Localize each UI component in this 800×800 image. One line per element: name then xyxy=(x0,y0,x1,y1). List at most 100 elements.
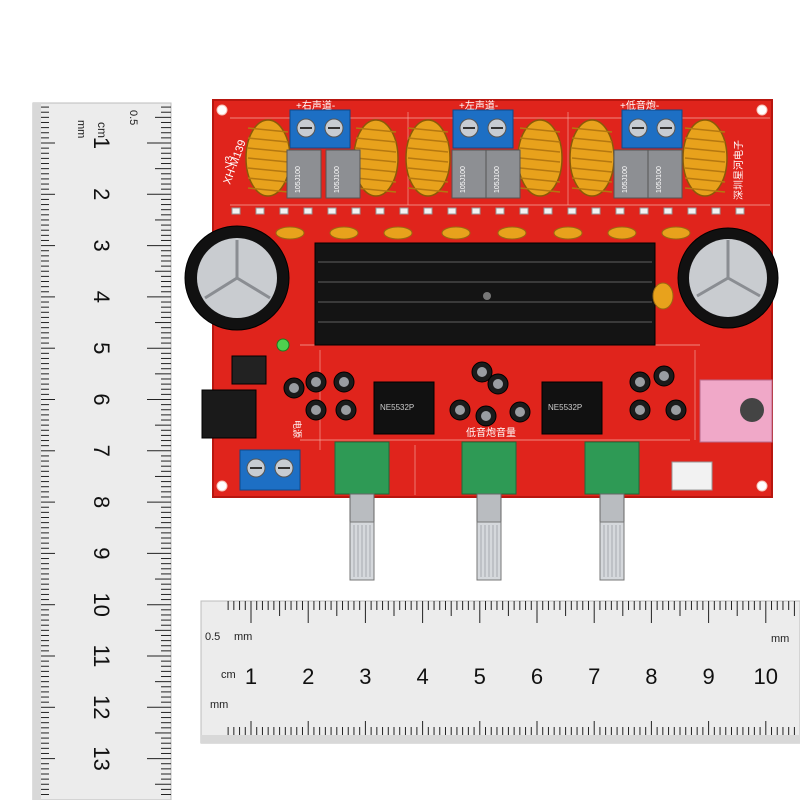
small-capacitor-top xyxy=(635,405,645,415)
opamp-chip-left-text: NE5532P xyxy=(380,403,414,412)
small-capacitor-top xyxy=(515,407,525,417)
inductor-winding xyxy=(684,187,726,193)
small-capacitor-top xyxy=(289,383,299,393)
inductor-winding xyxy=(407,157,449,163)
film-cap-text-2: 105J100 xyxy=(334,166,341,193)
vertical-ruler-number: 7 xyxy=(89,445,114,457)
inductor-winding xyxy=(247,147,289,153)
horizontal-ruler-mm-label-bottom: mm xyxy=(210,699,228,711)
film-cap-text-5: 105J100 xyxy=(622,166,629,193)
inductor-winding xyxy=(355,187,397,193)
inductor-winding xyxy=(407,147,449,153)
small-capacitor-top xyxy=(339,377,349,387)
vertical-ruler-number: 9 xyxy=(89,547,114,559)
film-capacitors: 105J100 105J100 105J100 105J100 105J100 … xyxy=(286,149,683,199)
small-capacitor-top xyxy=(341,405,351,415)
inductor-winding xyxy=(571,147,613,153)
ceramic-capacitor xyxy=(497,226,527,240)
inductor-winding xyxy=(355,167,397,173)
left-channel-label: +左声道- xyxy=(459,99,498,112)
inductor-winding xyxy=(407,127,449,133)
orange-cap xyxy=(652,282,674,310)
potentiometer-body[interactable] xyxy=(584,441,640,495)
small-capacitor-top xyxy=(671,405,681,415)
power-label: 电源 xyxy=(292,420,303,438)
vertical-ruler-ticks xyxy=(41,106,171,796)
smd-resistor-row xyxy=(231,207,745,240)
inductor-winding xyxy=(407,177,449,183)
smd-resistor xyxy=(711,207,721,215)
film-cap-text-6: 105J100 xyxy=(656,166,663,193)
inductor-winding xyxy=(684,167,726,173)
inductor-winding xyxy=(519,177,561,183)
vertical-ruler-number: 5 xyxy=(89,342,114,354)
potentiometer-body[interactable] xyxy=(461,441,517,495)
smd-resistor xyxy=(543,207,553,215)
smd-resistor xyxy=(447,207,457,215)
small-capacitor-top xyxy=(311,405,321,415)
inductor-winding xyxy=(247,157,289,163)
horizontal-ruler-number: 7 xyxy=(588,664,600,689)
inductor-winding xyxy=(247,137,289,143)
smd-resistor xyxy=(591,207,601,215)
inductors xyxy=(245,119,728,197)
inductor-winding xyxy=(355,127,397,133)
white-connector xyxy=(671,461,713,491)
vertical-ruler-number: 8 xyxy=(89,496,114,508)
inductor-winding xyxy=(519,147,561,153)
horizontal-ruler-mm-label-left: mm xyxy=(234,631,252,643)
inductor-winding xyxy=(247,127,289,133)
ceramic-capacitor xyxy=(383,226,413,240)
inductor-winding xyxy=(571,167,613,173)
smd-resistor xyxy=(303,207,313,215)
inductor-winding xyxy=(407,137,449,143)
vertical-ruler-number: 3 xyxy=(89,239,114,251)
inductor-winding xyxy=(571,177,613,183)
horizontal-ruler-number: 10 xyxy=(754,664,778,689)
horizontal-ruler-mm-label-right: mm xyxy=(771,633,789,645)
horizontal-ruler-cm-label: cm xyxy=(221,669,236,681)
diode xyxy=(231,355,267,385)
smd-resistor xyxy=(423,207,433,215)
inductor-winding xyxy=(571,157,613,163)
vertical-ruler-number: 10 xyxy=(89,592,114,616)
inductor-winding xyxy=(519,187,561,193)
inductor-winding xyxy=(684,177,726,183)
horizontal-ruler-number: 3 xyxy=(359,664,371,689)
small-capacitor-top xyxy=(635,377,645,387)
smd-resistor xyxy=(567,207,577,215)
film-cap-text-4: 105J100 xyxy=(494,166,501,193)
vertical-ruler-half-label: 0.5 xyxy=(127,110,139,125)
horizontal-ruler-number: 6 xyxy=(531,664,543,689)
smd-resistor xyxy=(471,207,481,215)
potentiometer-bushing xyxy=(349,493,375,523)
ceramic-capacitor xyxy=(441,226,471,240)
potentiometer-bushing xyxy=(476,493,502,523)
smd-resistor xyxy=(735,207,745,215)
heatsink xyxy=(314,242,656,346)
vertical-ruler-number: 6 xyxy=(89,393,114,405)
subwoofer-label: +低音炮- xyxy=(620,99,659,112)
inductor-winding xyxy=(519,167,561,173)
small-capacitor-top xyxy=(659,371,669,381)
ceramic-capacitor xyxy=(275,226,305,240)
vertical-ruler-number: 11 xyxy=(89,645,114,668)
potentiometers xyxy=(334,441,640,581)
small-capacitor-top xyxy=(311,377,321,387)
horizontal-ruler-ticks xyxy=(227,601,795,735)
smd-resistor xyxy=(351,207,361,215)
inductor-winding xyxy=(571,187,613,193)
subwoofer-terminal xyxy=(621,109,683,149)
smd-resistor xyxy=(519,207,529,215)
right-channel-label: +右声道- xyxy=(296,99,335,112)
ceramic-capacitor xyxy=(553,226,583,240)
smd-resistor xyxy=(687,207,697,215)
film-cap-text-3: 105J100 xyxy=(460,166,467,193)
smd-resistor xyxy=(639,207,649,215)
smd-resistor xyxy=(255,207,265,215)
dc-jack xyxy=(201,389,257,439)
opamp-chip-left: NE5532P xyxy=(373,381,435,435)
potentiometer-body[interactable] xyxy=(334,441,390,495)
